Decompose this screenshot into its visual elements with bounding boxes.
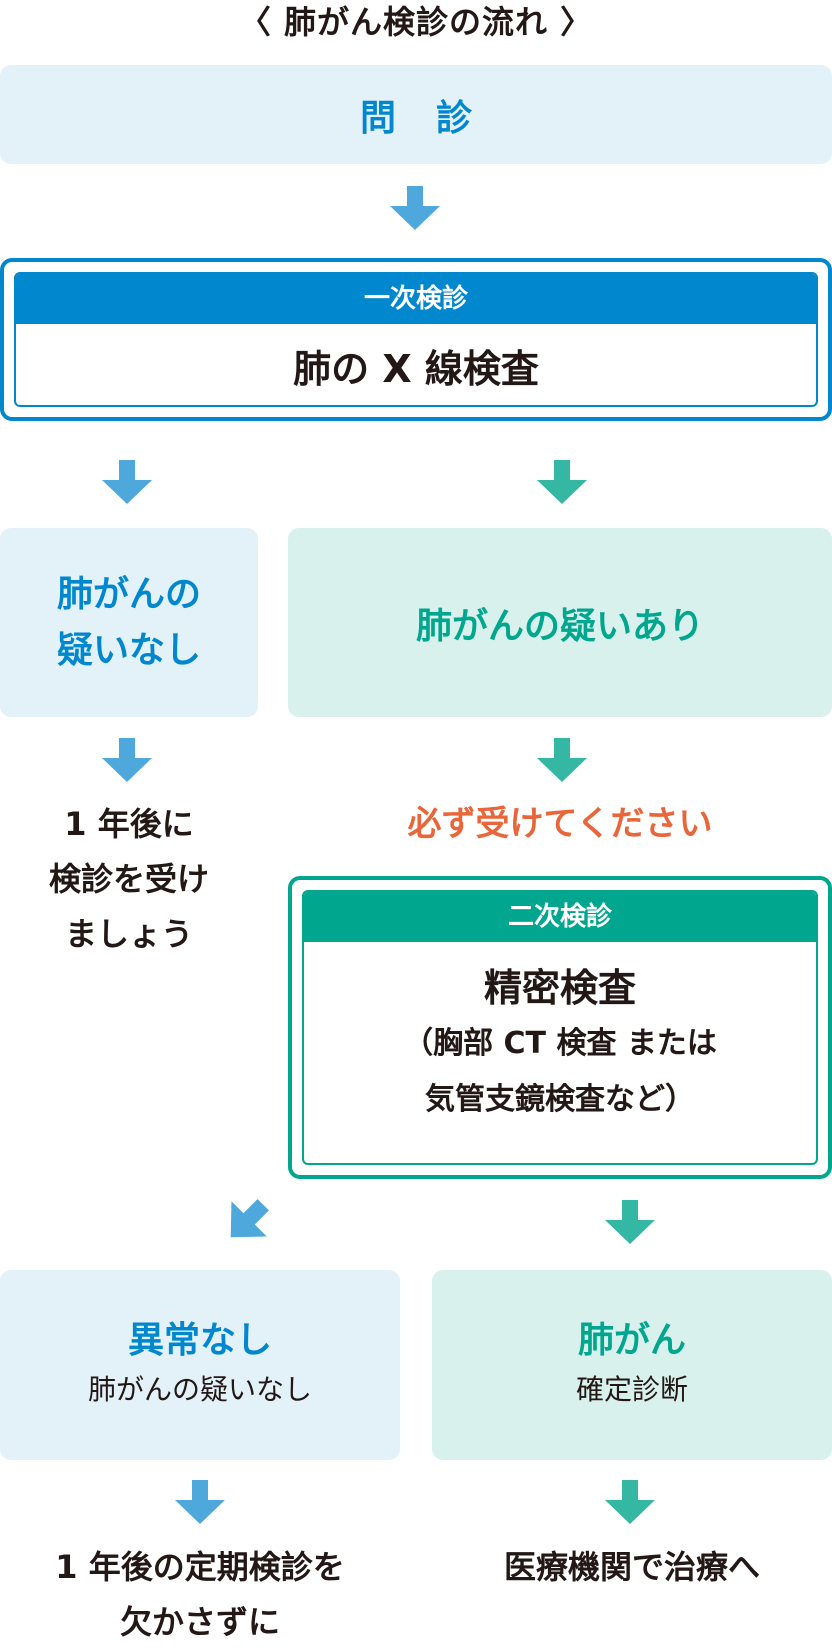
yearly-line2: 検診を受け — [48, 860, 209, 898]
secondary-screening-header: 二次検診 — [304, 892, 816, 942]
must-take-notice: 必ず受けてください — [407, 804, 713, 844]
no-suspicion-line2: 疑いなし — [56, 629, 201, 671]
primary-screening-header: 一次検診 — [16, 274, 816, 324]
suspicion-label: 肺がんの疑いあり — [415, 605, 704, 647]
primary-screening-box: 一次検診 肺の X 線検査 — [0, 258, 832, 421]
secondary-main: 精密検査 — [483, 966, 636, 1010]
no-suspicion-box: 肺がんの 疑いなし — [0, 528, 258, 717]
regular-line2: 欠かさずに — [119, 1603, 280, 1641]
primary-screening-body: 肺の X 線検査 — [293, 347, 539, 391]
arrow-down-icon — [537, 460, 587, 504]
primary-screening-frame: 一次検診 肺の X 線検査 — [14, 272, 818, 407]
arrow-down-icon — [605, 1480, 655, 1524]
arrow-down-icon — [102, 460, 152, 504]
yearly-line1: 1 年後に — [64, 805, 194, 843]
interview-box: 問診 — [0, 65, 832, 164]
treatment-advice: 医療機関で治療へ — [503, 1548, 760, 1586]
normal-main: 異常なし — [127, 1320, 272, 1361]
cancer-result-box: 肺がん 確定診断 — [432, 1270, 832, 1460]
secondary-screening-box: 二次検診 精密検査 （胸部 CT 検査 または 気管支鏡検査など） — [288, 876, 832, 1179]
diagram-title: 〈 肺がん検診の流れ 〉 — [238, 3, 594, 41]
secondary-sub2: 気管支鏡検査など） — [425, 1082, 695, 1117]
cancer-main: 肺がん — [577, 1320, 686, 1361]
arrow-down-left-icon — [230, 1199, 269, 1238]
no-suspicion-line1: 肺がんの — [56, 573, 201, 615]
regular-line1: 1 年後の定期検診を — [55, 1548, 345, 1586]
cancer-sub: 確定診断 — [575, 1373, 688, 1406]
arrow-down-icon — [537, 738, 587, 782]
normal-sub: 肺がんの疑いなし — [87, 1373, 312, 1406]
arrow-down-icon — [390, 186, 440, 230]
arrow-down-icon — [605, 1200, 655, 1244]
suspicion-box: 肺がんの疑いあり — [288, 528, 832, 717]
normal-result-box: 異常なし 肺がんの疑いなし — [0, 1270, 400, 1460]
arrow-down-icon — [175, 1480, 225, 1524]
secondary-sub1: （胸部 CT 検査 または — [403, 1026, 717, 1061]
yearly-line3: ましょう — [64, 915, 193, 953]
interview-label: 問診 — [359, 97, 512, 139]
secondary-screening-body: 精密検査 （胸部 CT 検査 または 気管支鏡検査など） — [304, 942, 816, 1128]
yearly-checkup-advice: 1 年後に 検診を受け ましょう — [0, 797, 258, 962]
secondary-screening-frame: 二次検診 精密検査 （胸部 CT 検査 または 気管支鏡検査など） — [302, 890, 818, 1165]
regular-checkup-advice: 1 年後の定期検診を 欠かさずに — [0, 1540, 400, 1650]
arrow-down-icon — [102, 738, 152, 782]
